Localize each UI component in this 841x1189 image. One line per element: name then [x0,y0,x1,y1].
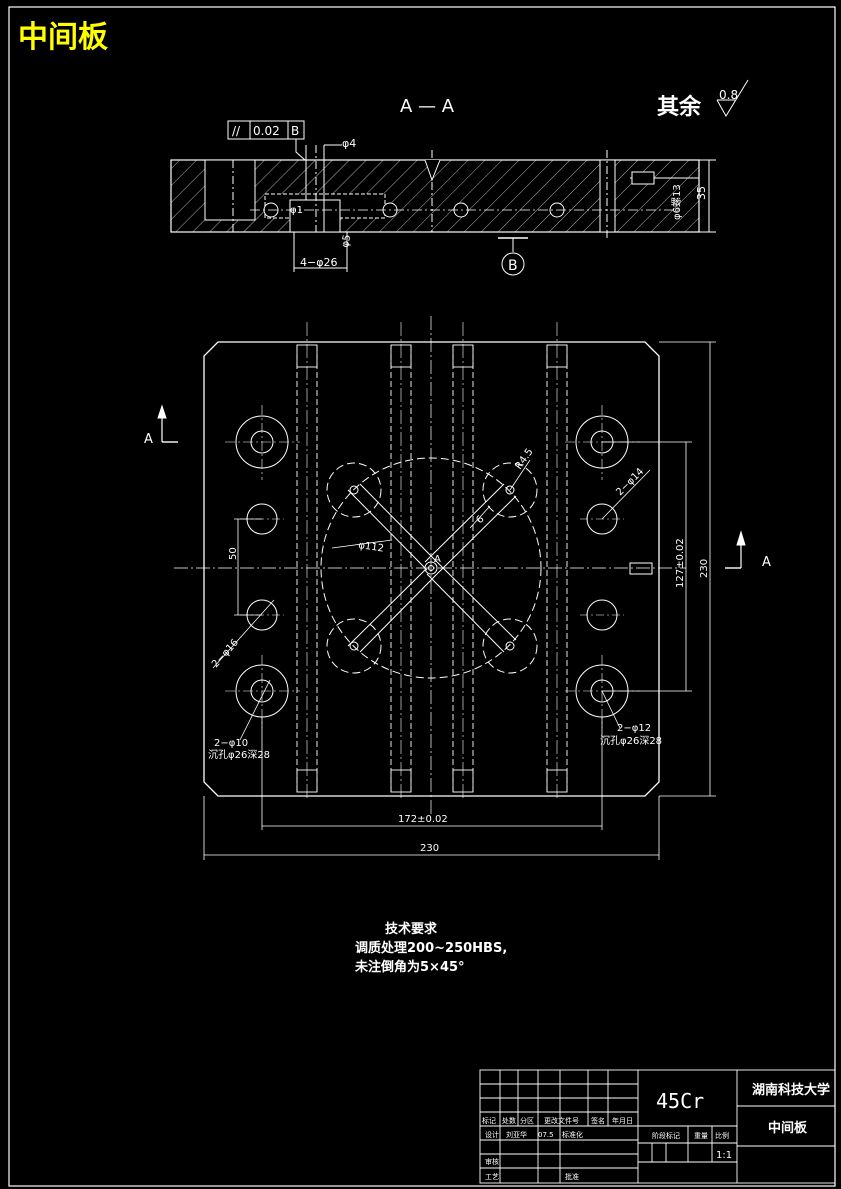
dim-2-phi10: 2−φ10 [214,738,248,749]
tb-school: 湖南科技大学 [752,1082,830,1098]
notes-line-1: 调质处理200~250HBS, [355,940,507,956]
dim-cb26-left: 沉孔φ26深28 [208,748,270,761]
dim-ring-112: φ112 [358,540,385,554]
tb-r1-5: 年月日 [612,1116,633,1125]
dim-50: 50 [228,547,239,560]
runners [347,483,517,653]
surface-finish: 其余 0.8 [657,79,749,120]
tb-r1-3: 更改文件号 [544,1116,579,1125]
dim-cb26-right: 沉孔φ26深28 [600,734,662,747]
datum-b: B [508,258,518,274]
dim-d1: φ1 [290,205,303,216]
tb-stage-1: 重量 [694,1132,708,1140]
tb-part: 中间板 [768,1120,808,1136]
technical-notes: 技术要求 调质处理200~250HBS, 未注倒角为5×45° [354,921,507,975]
tb-r3-0: 审核 [485,1157,499,1166]
tb-material: 45Cr [656,1089,704,1113]
surface-finish-value: 0.8 [719,88,738,102]
section-view: // 0.02 B φ4 φ1 φ5 4−φ2 [170,120,716,276]
tb-scale: 1:1 [716,1150,732,1161]
tb-r1-4: 签名 [591,1116,605,1125]
dim-230-horizontal: 230 [420,843,439,854]
dim-r45: R4.5 [513,447,535,472]
drawing-title: 中间板 [18,20,108,55]
dim-2-phi16: 2−φ16 [210,637,241,670]
tb-r1-0: 标记 [482,1116,496,1125]
plan-view: A A A [144,316,771,860]
plan-plate [203,341,660,797]
tb-r2-1: 刘亚华 [506,1130,527,1139]
dim-2-phi12: 2−φ12 [617,723,651,734]
section-mark-left-label: A [144,432,153,447]
dim-plug: φ6螺13 [671,184,683,220]
section-mark-right-label: A [762,555,771,570]
tb-r4-0: 工艺 [485,1173,499,1181]
center-label: A [434,554,441,565]
notes-heading: 技术要求 [385,921,438,937]
title-block [479,1069,836,1184]
section-label: A — A [400,96,455,117]
tb-r2-3: 标准化 [562,1130,583,1139]
tb-r1-1: 处数 [502,1116,516,1125]
bosses [326,462,538,674]
guide-slots [296,322,568,800]
section-mark-left [157,404,178,443]
notes-line-2: 未注倒角为5×45° [354,959,465,975]
dim-172: 172±0.02 [398,814,448,825]
dim-4-holes: 4−φ26 [300,256,337,269]
section-mark-right [725,530,746,569]
tolerance-frame: // 0.02 B [227,120,306,161]
tb-r2-2: 07.5 [538,1131,554,1139]
dim-six: 6 [474,514,486,526]
tolerance-datum: B [291,124,299,138]
dim-2-phi14: 2−φ14 [614,466,646,498]
dim-127: 127±0.02 [675,538,686,588]
ring-circle [320,457,542,679]
tb-r1-2: 分区 [520,1116,534,1125]
dim-d4: φ4 [342,137,356,150]
tb-stage-2: 比例 [715,1131,729,1140]
tolerance-value: 0.02 [253,124,280,138]
tb-stage-0: 阶段标记 [652,1131,680,1140]
tb-r4-1: 批准 [565,1172,579,1181]
tb-r2-0: 设计 [485,1130,499,1139]
tolerance-symbol: // [232,124,241,138]
drawing-border [8,6,836,1187]
surface-finish-label: 其余 [657,94,702,120]
dim-230-vertical: 230 [699,559,710,578]
dim-height-35: 35 [695,186,708,200]
